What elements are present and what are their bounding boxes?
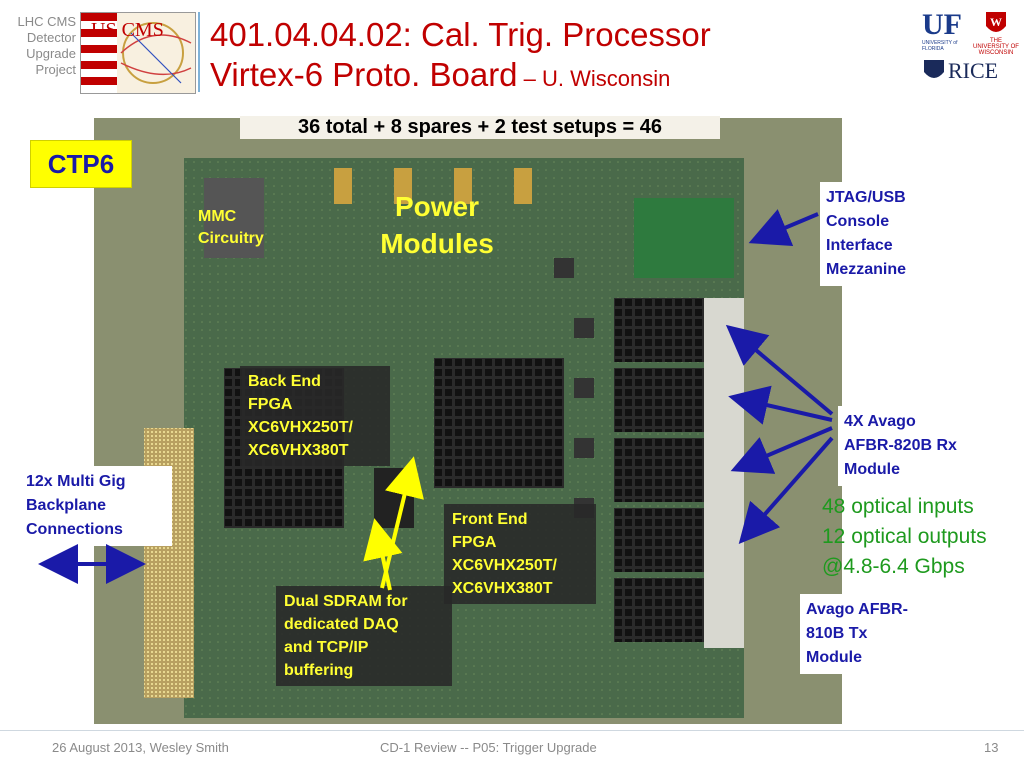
backplane-label: 12x Multi Gig Backplane Connections (20, 466, 172, 546)
jtag-label-line: Mezzanine (826, 261, 907, 278)
jtag-label: JTAG/USB Console Interface Mezzanine (820, 182, 940, 286)
project-label-line: Project (35, 62, 76, 77)
sdram-label-line: and TCP/IP (284, 639, 369, 656)
sdram-label: Dual SDRAM for dedicated DAQ and TCP/IP … (276, 586, 452, 686)
project-label-line: Detector (26, 30, 76, 45)
backend-fpga-label-line: FPGA (248, 396, 293, 413)
slide-title: 401.04.04.02: Cal. Trig. Processor Virte… (198, 12, 872, 94)
backplane-label-line: 12x Multi Gig (26, 473, 126, 490)
sdram-arrow-2 (363, 518, 403, 591)
mmc-label: MMC Circuitry (198, 206, 264, 250)
jtag-label-line: JTAG/USB (826, 189, 906, 206)
slide-number: 13 (984, 740, 999, 755)
rx-arrow-2 (728, 385, 833, 425)
rx-module-label-line: 4X Avago (844, 413, 916, 430)
title-author: – U. Wisconsin (517, 66, 671, 91)
uf-logo: UF UNIVERSITY of FLORIDA (922, 8, 966, 53)
project-label-line: LHC CMS (17, 14, 76, 29)
title-line-1: 401.04.04.02: Cal. Trig. Processor (210, 16, 711, 53)
frontend-fpga-label-line: FPGA (452, 534, 497, 551)
uf-logo-text: UF (922, 8, 962, 41)
svg-text:W: W (990, 15, 1002, 29)
backend-fpga-label-line: XC6VHX380T (248, 442, 349, 459)
tx-module-label: Avago AFBR- 810B Tx Module (800, 594, 942, 674)
backend-fpga-label-line: Back End (248, 373, 321, 390)
sdram-label-line: dedicated DAQ (284, 616, 399, 633)
tx-module-label-line: Avago AFBR- (806, 601, 908, 618)
optical-io-line: 12 optical outputs (822, 525, 987, 548)
footer-divider (0, 730, 1024, 731)
power-modules-label-line: Power (394, 191, 480, 222)
project-label: LHC CMS Detector Upgrade Project (4, 14, 76, 78)
backend-fpga-label-line: XC6VHX250T/ (248, 419, 353, 436)
rx-module-label-line: AFBR-820B Rx (844, 437, 957, 454)
frontend-fpga-label-line: Front End (452, 511, 528, 528)
power-modules-label-line: Modules (380, 228, 494, 259)
jtag-arrow (748, 209, 819, 247)
frontend-fpga-label-line: XC6VHX380T (452, 580, 553, 597)
rice-logo: RICE (922, 58, 1020, 84)
board-count-summary: 36 total + 8 spares + 2 test setups = 46 (240, 116, 720, 139)
frontend-fpga-label-line: XC6VHX250T/ (452, 557, 557, 574)
tx-module-label-line: 810B Tx (806, 625, 868, 642)
optical-io-line: @4.8-6.4 Gbps (822, 555, 965, 578)
uf-logo-sub: UNIVERSITY of FLORIDA (922, 40, 958, 52)
title-line-2: Virtex-6 Proto. Board – U. Wisconsin (210, 56, 670, 94)
wisconsin-logo-text: THE UNIVERSITY OF WISCONSIN (973, 38, 1019, 56)
rx-module-label-line: Module (844, 461, 900, 478)
ctp6-badge: CTP6 (30, 140, 132, 188)
backplane-label-line: Connections (26, 521, 123, 538)
rx-arrow-3 (730, 426, 833, 474)
sdram-label-line: Dual SDRAM for (284, 593, 408, 610)
title-main: Virtex-6 Proto. Board (210, 56, 518, 93)
optical-io-line: 48 optical inputs (822, 495, 974, 518)
rice-logo-text: RICE (948, 58, 999, 83)
jtag-label-line: Console (826, 213, 890, 230)
footer-date-author: 26 August 2013, Wesley Smith (52, 740, 229, 755)
footer-center: CD-1 Review -- P05: Trigger Upgrade (380, 740, 597, 755)
power-modules-label: Power Modules (362, 188, 512, 262)
optical-io-spec: 48 optical inputs 12 optical outputs @4.… (822, 492, 1024, 582)
tx-module-label-line: Module (806, 649, 862, 666)
jtag-label-line: Interface (826, 237, 893, 254)
wisconsin-logo: W THE UNIVERSITY OF WISCONSIN (972, 10, 1020, 56)
uscms-logo: US CMS (80, 12, 196, 94)
mmc-label-line: Circuitry (198, 230, 264, 247)
rx-module-label: 4X Avago AFBR-820B Rx Module (838, 406, 1000, 486)
rx-arrow-4 (738, 436, 834, 545)
uscms-logo-text: US CMS (91, 19, 164, 41)
rx-arrow-1 (725, 324, 834, 416)
project-label-line: Upgrade (26, 46, 76, 61)
backplane-label-line: Backplane (26, 497, 107, 514)
frontend-fpga-label: Front End FPGA XC6VHX250T/ XC6VHX380T (444, 504, 596, 604)
mmc-label-line: MMC (198, 208, 237, 225)
backend-fpga-label: Back End FPGA XC6VHX250T/ XC6VHX380T (240, 366, 390, 466)
sdram-label-line: buffering (284, 662, 354, 679)
